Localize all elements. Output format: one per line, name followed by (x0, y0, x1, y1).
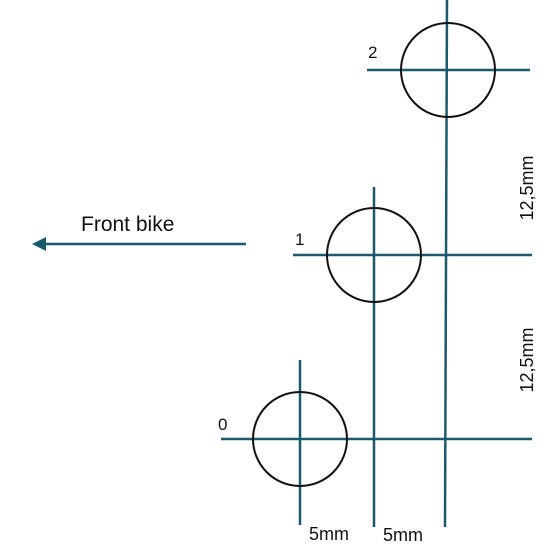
front-bike-label: Front bike (81, 213, 174, 236)
dimension-horizontal-right: 5mm (383, 525, 423, 545)
dimension-horizontal-left: 5mm (309, 524, 349, 544)
front-direction-arrow (32, 237, 246, 251)
dimension-vertical-lower: 12,5mm (517, 327, 537, 392)
position-label-0: 0 (218, 415, 227, 434)
hole-circle-1 (326, 207, 422, 303)
hole-circle-2 (400, 22, 496, 118)
vertical-line-2 (443, 0, 449, 528)
dimension-vertical-upper: 12,5mm (517, 155, 537, 220)
position-label-2: 2 (368, 43, 377, 62)
arrow-head (32, 237, 46, 251)
position-label-1: 1 (295, 230, 304, 249)
hole-circle-0 (252, 391, 348, 487)
